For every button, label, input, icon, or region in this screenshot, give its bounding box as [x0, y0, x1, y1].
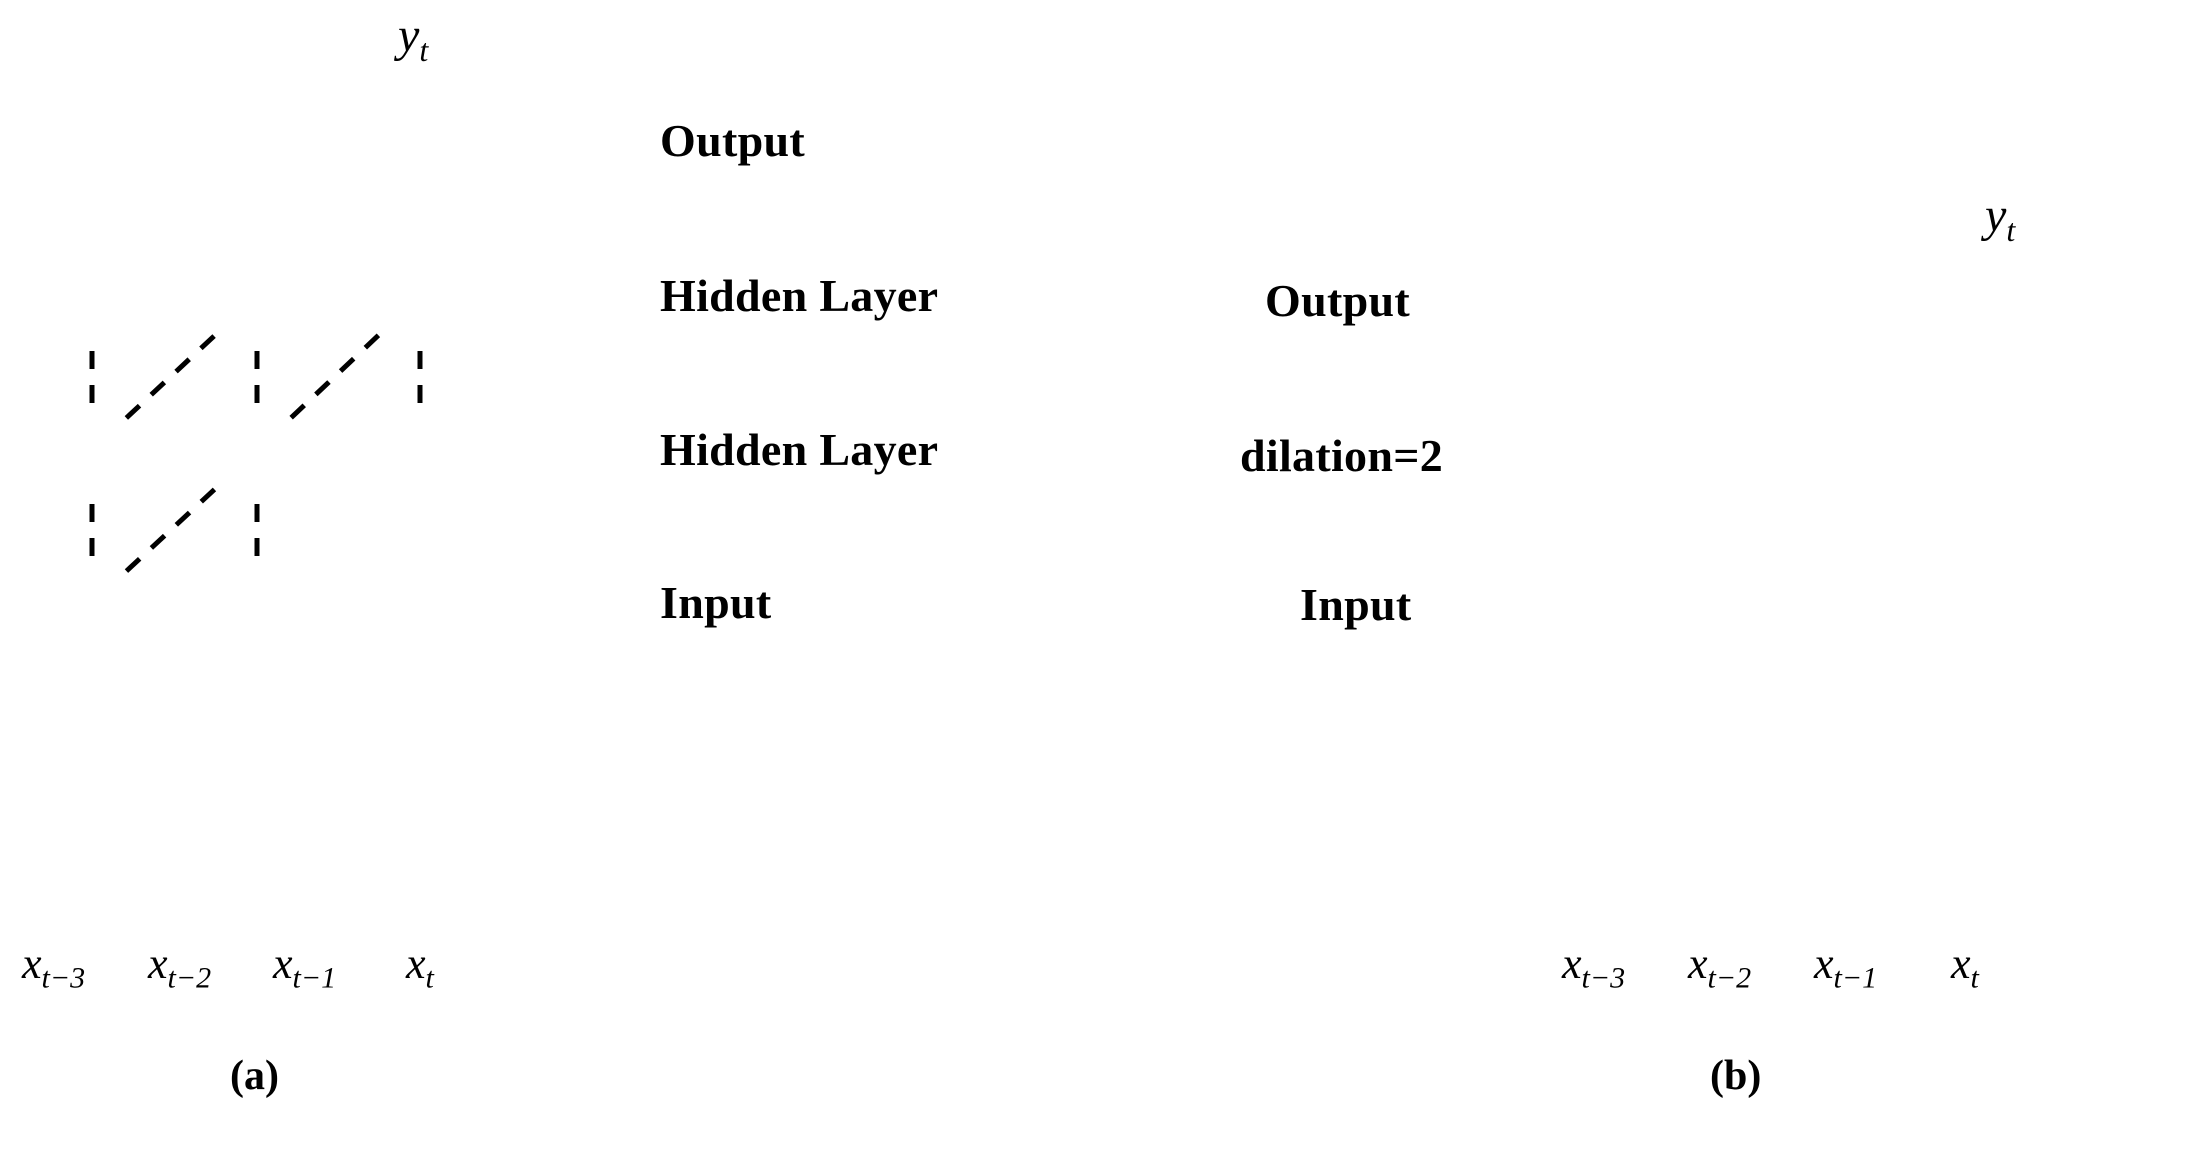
panel-b-row-label-input: Input	[1300, 579, 1412, 630]
panel-b-row-label-dilation: dilation=2	[1240, 430, 1444, 481]
panel-a-x-label-2: xt−1	[273, 938, 336, 996]
edge-dashed-a-6	[124, 480, 225, 573]
panel-a-x-label-1: xt−2	[148, 938, 211, 996]
x-base: x	[22, 939, 42, 988]
x-base: x	[1814, 939, 1834, 988]
edge-dashed-a-3	[289, 326, 388, 420]
x-base: x	[273, 939, 293, 988]
panel-a-x-label-0: xt−3	[22, 938, 85, 996]
panel-a-y-base: y	[398, 9, 420, 62]
x-base: x	[406, 939, 426, 988]
x-sub: t	[425, 961, 434, 995]
x-sub: t−3	[41, 961, 86, 995]
x-sub: t−2	[1707, 961, 1752, 995]
panel-b-x-label-2: xt−1	[1814, 938, 1877, 996]
panel-b-x-label-1: xt−2	[1688, 938, 1751, 996]
panel-a-x-label-3: xt	[406, 938, 434, 996]
edge-layer	[89, 326, 423, 573]
panel-a-output-symbol: yt	[398, 8, 428, 69]
panel-a-y-subscript: t	[419, 32, 429, 69]
panel-b-caption: (b)	[1710, 1053, 1762, 1099]
panel-b-y-subscript: t	[2006, 212, 2016, 249]
panel-a-caption: (a)	[230, 1053, 279, 1099]
x-base: x	[1562, 939, 1582, 988]
panel-a-row-label-hidden1: Hidden Layer	[660, 424, 939, 475]
panel-b-x-label-0: xt−3	[1562, 938, 1625, 996]
panel-a-row-label-output: Output	[660, 115, 805, 166]
x-base: x	[148, 939, 168, 988]
edge-dashed-a-1	[124, 326, 225, 420]
x-sub: t	[1970, 961, 1979, 995]
panel-b-x-label-3: xt	[1951, 938, 1979, 996]
x-sub: t−1	[1833, 961, 1878, 995]
panel-a-row-label-input: Input	[660, 577, 772, 628]
x-sub: t−3	[1581, 961, 1626, 995]
panel-b-y-base: y	[1985, 189, 2007, 242]
x-sub: t−1	[292, 961, 337, 995]
x-base: x	[1951, 939, 1971, 988]
panel-b-output-symbol: yt	[1985, 188, 2015, 249]
x-sub: t−2	[167, 961, 212, 995]
panel-b-row-label-output: Output	[1265, 275, 1410, 326]
panel-a-row-label-hidden2: Hidden Layer	[660, 270, 939, 321]
x-base: x	[1688, 939, 1708, 988]
